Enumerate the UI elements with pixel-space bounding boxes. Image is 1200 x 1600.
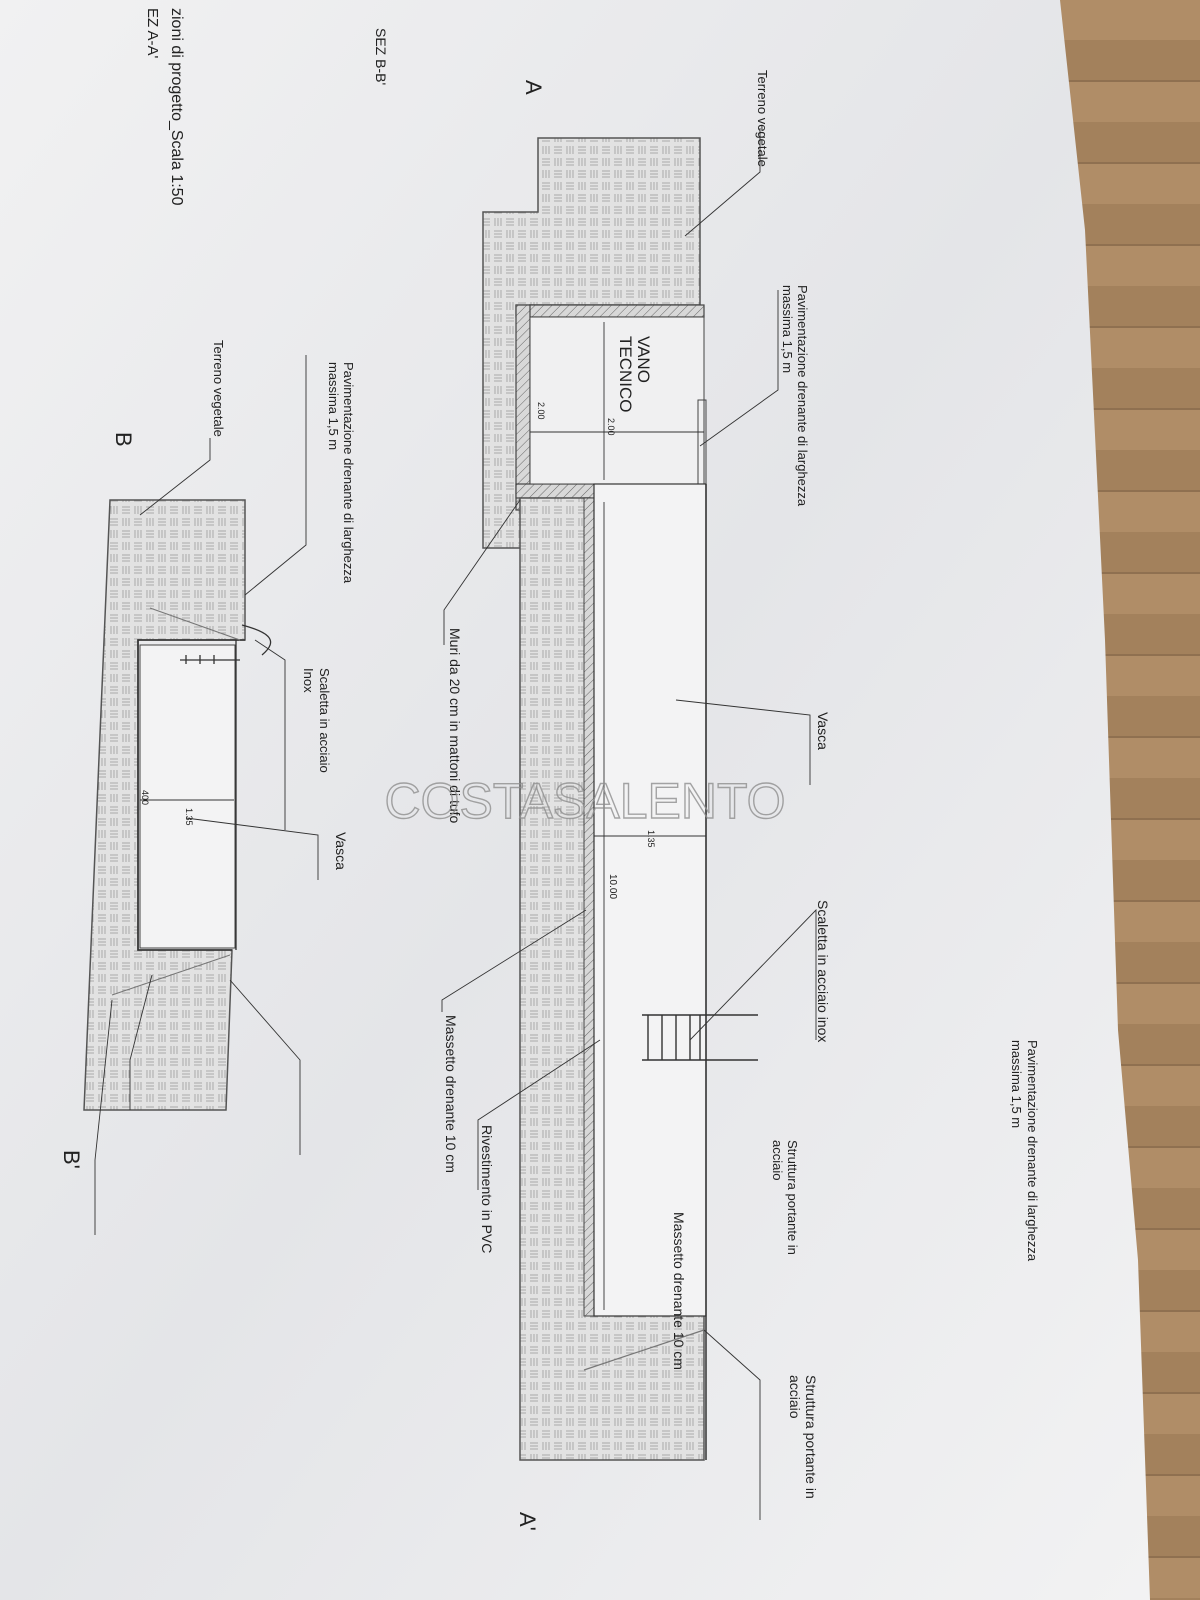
drawing-title: zioni di progetto_Scala 1:50 — [168, 8, 185, 206]
aa-label-rivestimento: Rivestimento in PVC — [479, 1125, 495, 1253]
aa-label-pavimentazione-1: Pavimentazione drenante di larghezza — [795, 285, 810, 507]
aa-label-muri: Muri da 20 cm in mattoni di tufo — [447, 628, 463, 824]
aa-pool-basin — [593, 483, 707, 1317]
aa-dim-vano-height: 2.00 — [536, 402, 546, 420]
marker-a: A — [521, 80, 546, 95]
aa-leader-lines — [441, 128, 817, 1520]
aa-label-vasca: Vasca — [815, 712, 831, 750]
aa-label-scaletta: Scaletta in acciaio inox — [815, 900, 831, 1042]
section-aa-title: EZ A-A' — [144, 8, 161, 59]
bb-dim-pool-width: 400 — [140, 790, 150, 805]
vano-label-1: VANO — [634, 336, 653, 383]
bb-dimension-lines — [139, 790, 234, 810]
aa-dimension-lines — [530, 322, 706, 1310]
marker-a-prime: A' — [515, 1512, 540, 1531]
aa-dim-pool-depth: 1.35 — [646, 830, 656, 848]
bb-label-struttura-2: acciaio — [770, 1140, 785, 1180]
pvc-lining-strip — [583, 497, 595, 1317]
bb-label-massetto: Massetto drenante 10 cm — [671, 1212, 687, 1370]
aa-label-massetto: Massetto drenante 10 cm — [443, 1015, 459, 1173]
marker-b-prime: B' — [59, 1150, 84, 1169]
aa-dim-vano-width: 2.00 — [606, 418, 616, 436]
bb-label-vasca: Vasca — [333, 832, 349, 870]
aa-dim-pool-length: 10.00 — [607, 874, 618, 899]
bb-steel-support-2 — [111, 954, 231, 996]
bb-label-pavimentazione-1: Pavimentazione drenante di larghezza — [341, 362, 356, 584]
aa-label-struttura-2: acciaio — [787, 1375, 803, 1419]
bb-label-scaletta-1: Scaletta in acciaio — [317, 668, 332, 773]
aa-steel-support — [583, 1329, 705, 1371]
bb-steel-support-1 — [149, 607, 241, 641]
section-bb-title: SEZ B-B' — [373, 28, 389, 85]
bb-label-terreno: Terreno vegetale — [211, 340, 226, 437]
marker-b: B — [111, 432, 136, 447]
bb-pool-wall-line — [137, 639, 245, 951]
watermark: COSTASALENTO — [384, 773, 785, 829]
aa-label-struttura-1: Struttura portante in — [803, 1375, 819, 1499]
bb-ladder — [180, 624, 272, 664]
vano-label-2: TECNICO — [616, 336, 635, 413]
bb-label-pavimentazione2-1: Pavimentazione drenante di larghezza — [1025, 1040, 1040, 1262]
aa-ladder — [642, 1014, 758, 1061]
aa-label-terreno: Terreno vegetale — [755, 70, 770, 167]
bb-label-struttura-1: Struttura portante in — [785, 1140, 800, 1255]
aa-label-pavimentazione-2: massima 1,5 m — [780, 285, 795, 373]
bb-label-scaletta-2: Inox — [301, 668, 316, 693]
bb-dim-pool-depth: 1.35 — [184, 808, 194, 826]
bb-leader-lines — [94, 355, 319, 1235]
bb-pool-basin — [139, 644, 236, 949]
bb-label-pavimentazione2-2: massima 1,5 m — [1009, 1040, 1024, 1128]
bb-label-pavimentazione-2: massima 1,5 m — [326, 362, 341, 450]
